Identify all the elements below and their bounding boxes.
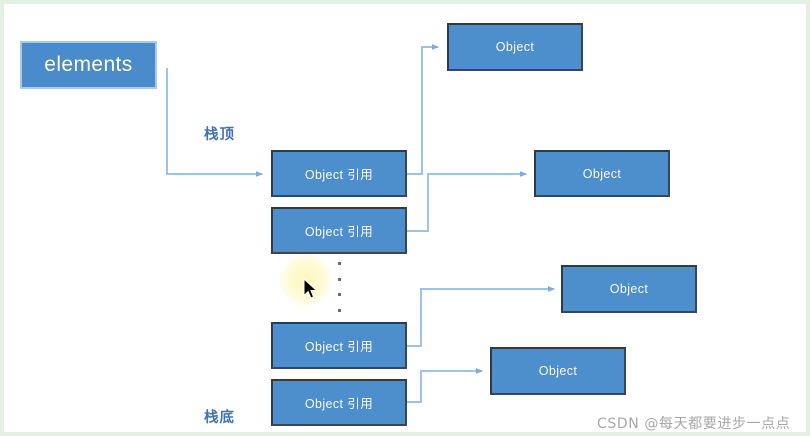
reference-box-2-label: Object 引用 [304, 225, 374, 239]
object-box-2-label: Object [582, 166, 622, 181]
reference-box-2[interactable]: Object 引用 [271, 207, 407, 254]
object-box-3-label: Object [609, 282, 649, 296]
object-box-2[interactable]: Object [534, 150, 670, 197]
stack-top-label: 栈顶 [204, 127, 235, 143]
cursor-highlight-glow [280, 254, 332, 306]
object-box-3[interactable]: Object [561, 265, 697, 313]
csdn-watermark: CSDN @每天都要进步一点点 [597, 416, 791, 432]
elements-box[interactable]: elements [20, 41, 157, 89]
stack-bottom-label: 栈底 [204, 410, 235, 426]
reference-box-1[interactable]: Object 引用 [271, 150, 407, 197]
object-box-1-label: Object [495, 40, 535, 54]
ellipsis-dot [337, 293, 341, 297]
reference-box-1-label: Object 引用 [304, 168, 374, 182]
reference-box-3-label: Object 引用 [304, 340, 374, 354]
wire-ref4-to-object4 [407, 368, 483, 403]
elements-box-label: elements [44, 53, 133, 76]
wire-ref3-to-object3 [407, 286, 555, 347]
reference-box-3[interactable]: Object 引用 [271, 322, 407, 369]
diagram-stage: elements 栈顶 栈底 Object 引用 Object 引用 Objec… [4, 4, 806, 432]
reference-box-4[interactable]: Object 引用 [271, 379, 407, 426]
reference-box-4-label: Object 引用 [304, 397, 374, 411]
wire-ref1-to-object1 [407, 44, 439, 175]
object-box-4-label: Object [538, 364, 578, 378]
object-box-4[interactable]: Object [490, 347, 626, 395]
object-box-1[interactable]: Object [447, 23, 583, 71]
mouse-cursor-icon [303, 278, 318, 299]
vertical-ellipsis-icon [337, 262, 341, 312]
wire-elements-to-ref1 [166, 68, 263, 177]
wire-ref2-to-object2 [407, 171, 527, 232]
ellipsis-dot [337, 262, 341, 265]
ellipsis-dot [337, 308, 341, 312]
ellipsis-dot [337, 277, 341, 281]
